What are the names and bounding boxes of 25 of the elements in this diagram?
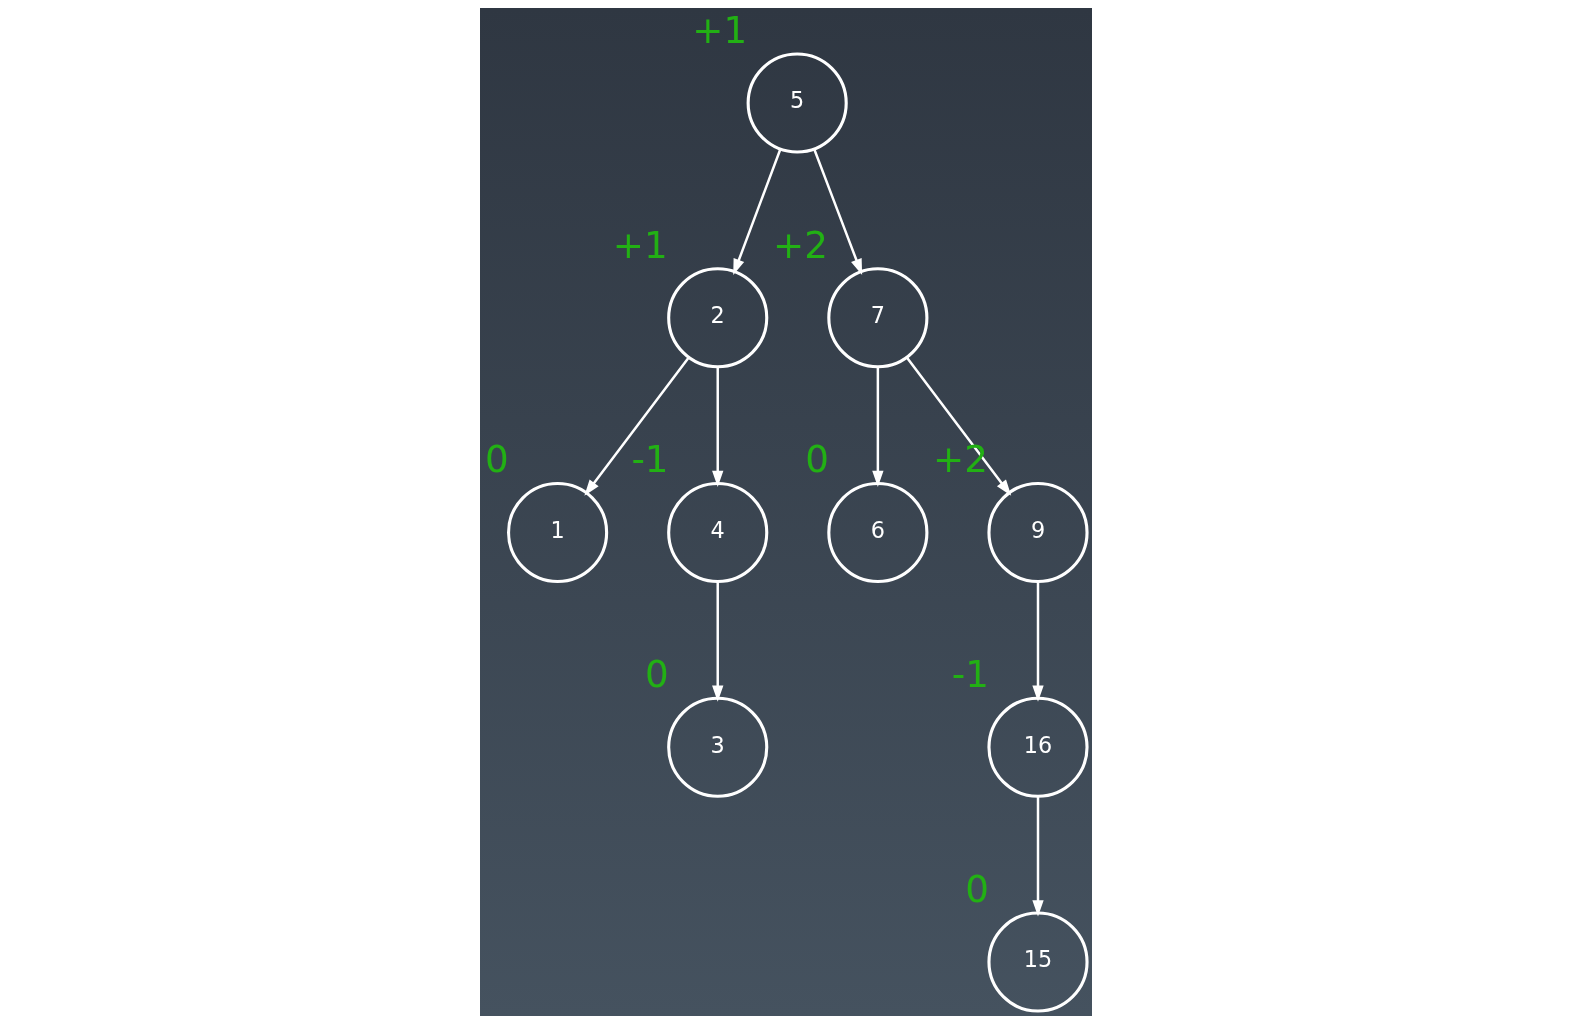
arrow xyxy=(712,581,724,702)
node-label: +1 xyxy=(692,7,748,52)
arrow xyxy=(813,148,863,276)
node-label: -1 xyxy=(631,437,669,482)
node-circle: 2 xyxy=(667,267,769,369)
arrow xyxy=(584,356,690,496)
node-label: +1 xyxy=(612,222,668,267)
node-label: 0 xyxy=(965,866,990,911)
node-circle: 16 xyxy=(987,696,1089,798)
arrow xyxy=(905,356,1012,496)
node-circle: 3 xyxy=(667,696,769,798)
arrow xyxy=(733,148,782,276)
node-circle: 5 xyxy=(746,52,848,154)
node-label: -1 xyxy=(951,652,989,697)
arrow xyxy=(712,367,724,487)
node-circle: 6 xyxy=(827,481,929,584)
node-circle: 4 xyxy=(667,481,769,584)
node-label: +2 xyxy=(933,437,988,482)
node-label: 0 xyxy=(484,437,509,482)
arrow xyxy=(872,367,884,487)
node-label: +2 xyxy=(772,222,828,267)
node-label: 0 xyxy=(645,652,669,697)
node-circle: 7 xyxy=(827,267,929,369)
node-label: 0 xyxy=(805,437,829,482)
node-circle: 15 xyxy=(987,911,1089,1013)
